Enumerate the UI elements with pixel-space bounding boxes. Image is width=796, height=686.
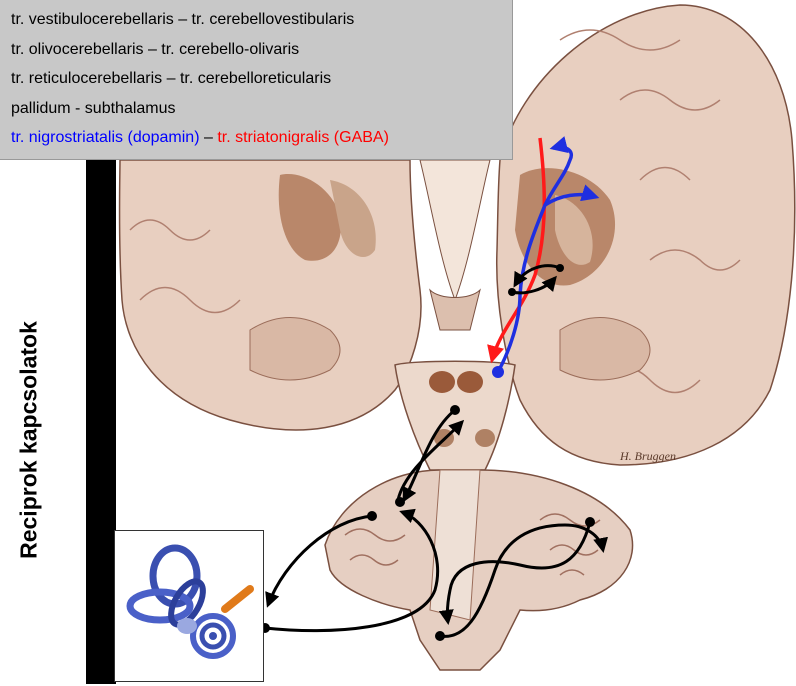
cerebellovestibular-arrow — [265, 514, 373, 608]
cerebellum-dot-right — [585, 517, 595, 527]
legend-separator: – — [199, 129, 218, 146]
substantia-nigra-dot — [492, 366, 504, 378]
striatonigral-path-red — [487, 137, 546, 364]
legend-box: tr. vestibulocerebellaris – tr. cerebell… — [0, 0, 513, 160]
artist-signature: H. Bruggen — [619, 449, 676, 463]
legend-line-nigrostriatal: tr. nigrostriatalis (dopamin) – tr. stri… — [11, 123, 512, 153]
cerebelloreticular-arrow — [396, 419, 465, 501]
nigrostriatal-branch-blue — [544, 184, 600, 207]
olive-dot — [435, 631, 445, 641]
legend-line-reticulo: tr. reticulocerebellaris – tr. cerebello… — [11, 70, 332, 87]
nigrostriatal-path-blue — [496, 136, 573, 373]
brain-coronal-section — [118, 4, 796, 466]
inner-ear-labyrinth-icon — [126, 544, 254, 659]
vestibulocerebellar-arrow — [264, 508, 440, 633]
legend-line-vestibulo: tr. vestibulocerebellaris – tr. cerebell… — [11, 11, 355, 28]
inner-ear-box — [114, 530, 264, 682]
pallidum-subthalamus-arrow — [513, 264, 561, 288]
pallidum-dot — [556, 264, 564, 272]
legend-gaba-label: tr. striatonigralis (GABA) — [217, 129, 389, 146]
reticulocerebellar-arrow — [402, 408, 456, 503]
reticular-dot — [450, 405, 460, 415]
cerebellum-dot-left — [367, 511, 377, 521]
legend-line-olivo: tr. olivocerebellaris – tr. cerebello-ol… — [11, 40, 300, 58]
legend-dopamine-label: tr. nigrostriatalis (dopamin) — [11, 129, 200, 146]
black-vertical-bar — [86, 150, 116, 684]
olivocerebellar-arrow — [439, 523, 608, 638]
subthalamus-dot — [508, 288, 516, 296]
cerebellum-dot-mid — [395, 497, 405, 507]
cerebello-olivary-arrow — [438, 521, 592, 625]
legend-line-pallidum: pallidum - subthalamus — [11, 99, 176, 117]
